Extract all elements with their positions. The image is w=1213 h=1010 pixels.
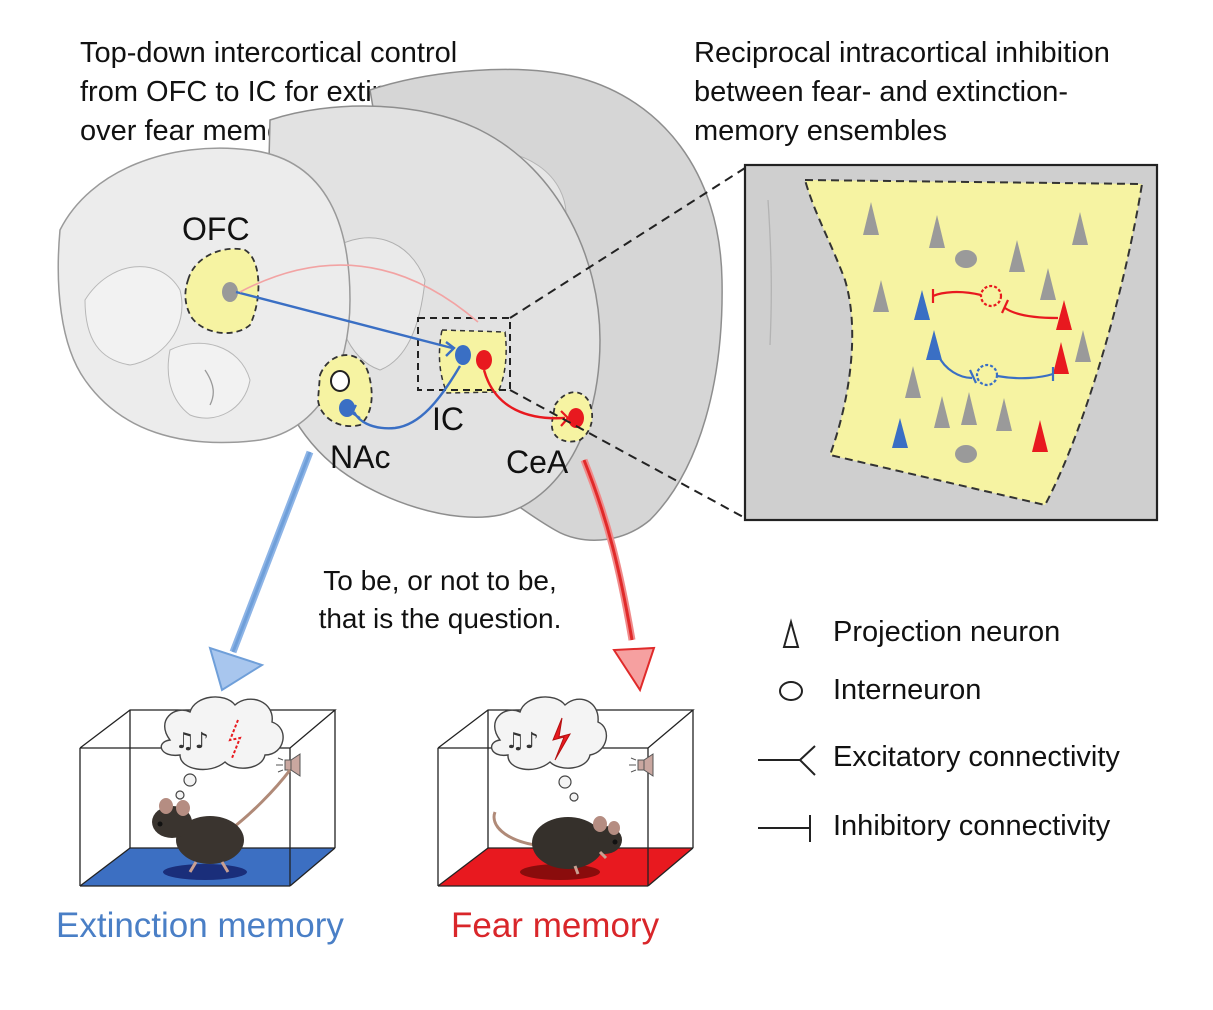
ic-zoom-box xyxy=(417,317,511,391)
central-question: To be, or not to be, that is the questio… xyxy=(270,562,610,638)
red-inhibitory-circuit xyxy=(931,284,1059,320)
ic-label: IC xyxy=(432,401,464,437)
ic-to-nac-projection xyxy=(352,365,462,430)
inset-gray-projection-neurons xyxy=(863,202,1091,431)
legend-inhibitory-label: Inhibitory connectivity xyxy=(833,810,1111,842)
inhibitory-symbol xyxy=(758,815,811,842)
inset-panel xyxy=(743,163,1159,522)
ic-blue-neuron xyxy=(455,345,471,365)
interneuron-symbol xyxy=(779,681,803,701)
ofc-label: OFC xyxy=(182,211,250,247)
projection-neuron-symbol xyxy=(782,618,800,648)
question-line-1: To be, or not to be, xyxy=(323,565,557,596)
extinction-box: ♫♪ xyxy=(79,696,337,887)
blue-inhibitory-circuit xyxy=(937,354,1055,387)
ic-region: IC xyxy=(417,317,511,437)
thought-cloud-icon xyxy=(160,696,284,800)
lightning-icon xyxy=(228,719,242,759)
inset-gray-interneuron xyxy=(955,250,977,268)
legend-symbols xyxy=(758,618,816,842)
speaker-icon xyxy=(629,753,654,777)
right-title: Reciprocal intracortical inhibition betw… xyxy=(694,37,1110,147)
legend-projection-label: Projection neuron xyxy=(833,616,1061,648)
thought-cloud-icon xyxy=(490,696,608,802)
fear-box: ♫♪ xyxy=(437,696,695,887)
nac-neuron xyxy=(339,399,355,417)
inset-red-projection-neurons xyxy=(1032,300,1072,452)
extinction-memory-caption: Extinction memory xyxy=(56,906,344,945)
zoom-line-top xyxy=(509,167,746,319)
music-note-icon: ♫♪ xyxy=(505,729,539,754)
excitatory-symbol xyxy=(758,745,816,776)
fear-arrow xyxy=(580,458,656,693)
lightning-icon xyxy=(552,717,572,761)
inset-blue-projection-neurons xyxy=(892,290,942,448)
ofc-neuron xyxy=(222,282,238,302)
ic-to-cea-projection xyxy=(482,369,566,420)
legend-excitatory-label: Excitatory connectivity xyxy=(833,741,1120,773)
cea-neuron xyxy=(568,408,584,428)
inset-gray-interneuron xyxy=(955,445,977,463)
cea-label: CeA xyxy=(506,444,569,480)
ic-red-neuron xyxy=(476,350,492,370)
speaker-icon xyxy=(276,753,301,777)
projections xyxy=(235,264,570,430)
nac-label: NAc xyxy=(330,439,390,475)
nac-region: NAc xyxy=(317,354,390,475)
fear-memory-caption: Fear memory xyxy=(451,906,660,945)
question-line-2: that is the question. xyxy=(318,603,562,634)
mouse-icon xyxy=(492,811,622,875)
ofc-to-ic-projection xyxy=(235,290,453,350)
extinction-arrow xyxy=(208,450,314,692)
music-note-icon: ♫♪ xyxy=(175,729,209,754)
legend-interneuron-label: Interneuron xyxy=(833,674,982,706)
ofc-region: OFC xyxy=(182,211,260,334)
mouse-icon xyxy=(152,769,292,873)
